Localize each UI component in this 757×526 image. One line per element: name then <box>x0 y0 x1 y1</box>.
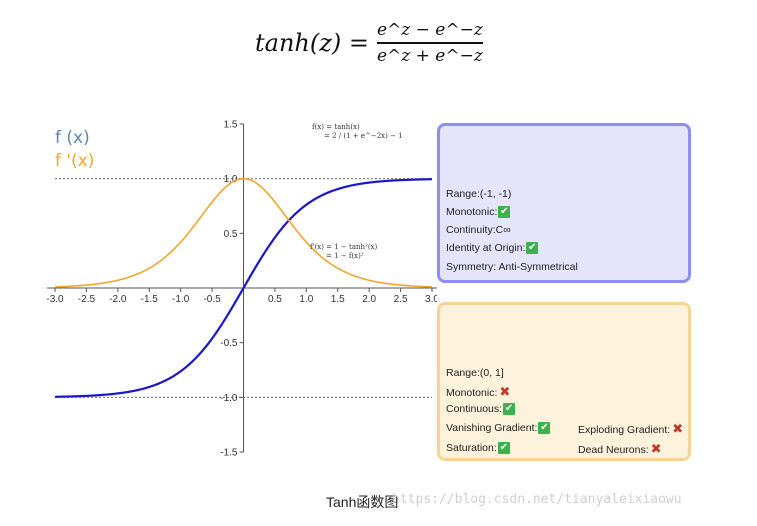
tanh-property-text: Symmetry: Anti-Symmetrical <box>446 261 578 273</box>
formula-numerator: e^z − e^−z <box>376 20 483 41</box>
x-tick-label: -3.0 <box>46 294 64 305</box>
f-def-line-1: f(x) = tanh(x) <box>312 123 360 131</box>
exploding-row: Exploding Gradient:✖ <box>578 422 683 437</box>
fp-def-line-2: = 1 − f(x)² <box>326 252 364 261</box>
series-line <box>54 177 433 288</box>
f-definition: f(x) = tanh(x) = 2 / (1 + e^−2x) − 1 <box>312 123 403 142</box>
tanh-formula: tanh(z) = e^z − e^−z e^z + e^−z <box>255 18 483 68</box>
vanishing-row: Vanishing Gradient:✔ <box>446 422 551 434</box>
tanh-properties-box: Range:(-1, -1)Monotonic:✔Continuity:C∞Id… <box>437 123 691 283</box>
cross-icon: ✖ <box>499 385 511 400</box>
dead-neurons-row: Dead Neurons:✖ <box>578 442 662 457</box>
x-tick-label: 3.0 <box>425 294 437 305</box>
curves <box>54 177 433 398</box>
saturation-text: Saturation: <box>446 442 497 454</box>
y-tick-label: 0.5 <box>224 229 238 240</box>
formula-denominator: e^z + e^−z <box>376 45 483 66</box>
y-tick-label: -1.5 <box>220 448 238 459</box>
exploding-text: Exploding Gradient: <box>578 423 671 436</box>
cross-icon: ✖ <box>650 442 662 457</box>
x-tick-label: 2.0 <box>362 294 376 305</box>
tanh-property-text: Monotonic: <box>446 206 498 218</box>
f-prime-definition: f'(x) = 1 − tanh²(x) = 1 − f(x)² <box>310 243 377 262</box>
saturation-row: Saturation:✔ <box>446 442 510 454</box>
range-row: Range:(0, 1] <box>446 367 504 379</box>
y-tick-label: -0.5 <box>220 338 238 349</box>
y-tick-label: 1.5 <box>224 120 238 131</box>
tanh-property-row: Continuity:C∞ <box>446 224 511 236</box>
legend-f-prime: f '(x) <box>55 151 95 171</box>
continuous-row: Continuous:✔ <box>446 403 516 415</box>
check-icon: ✔ <box>497 442 510 454</box>
dead-neurons-text: Dead Neurons: <box>578 443 649 456</box>
x-tick-label: 1.0 <box>299 294 313 305</box>
cross-icon: ✖ <box>672 422 684 437</box>
tanh-property-text: Continuity:C∞ <box>446 224 511 236</box>
x-tick-label: -2.0 <box>109 294 127 305</box>
x-tick-label: -2.5 <box>78 294 96 305</box>
formula-fraction: e^z − e^−z e^z + e^−z <box>376 20 483 66</box>
check-icon: ✔ <box>498 206 511 218</box>
tanh-property-text: Identity at Origin: <box>446 242 526 254</box>
vanishing-text: Vanishing Gradient: <box>446 422 538 434</box>
tanh-property-row: Identity at Origin:✔ <box>446 242 539 254</box>
check-icon: ✔ <box>503 403 516 415</box>
legend-f: f (x) <box>55 128 90 148</box>
fraction-bar <box>376 42 483 44</box>
series-line <box>54 178 433 398</box>
tanh-property-row: Symmetry: Anti-Symmetrical <box>446 261 578 273</box>
monotonic-row: Monotonic:✖ <box>446 385 510 400</box>
figure-caption: Tanh函数图 <box>326 494 399 510</box>
tanh-chart: -3.0 -2.5 -2.0 -1.5 -1.0 -0.5 0.5 1.0 1.5 2.0 2.5 3… <box>46 120 437 459</box>
x-tick-label: 1.5 <box>331 294 345 305</box>
derivative-properties-box: Range:(0, 1] Monotonic:✖ Continuous:✔ Va… <box>437 302 691 461</box>
y-tick-label: -1.0 <box>220 393 238 404</box>
range-text: Range:(0, 1] <box>446 367 504 379</box>
f-def-line-2: = 2 / (1 + e^−2x) − 1 <box>324 132 403 141</box>
continuous-text: Continuous: <box>446 403 503 415</box>
x-tick-label: -0.5 <box>203 294 221 305</box>
tanh-property-row: Range:(-1, -1) <box>446 188 511 200</box>
check-icon: ✔ <box>526 242 539 254</box>
fp-def-line-1: f'(x) = 1 − tanh²(x) <box>310 243 378 251</box>
tanh-property-row: Monotonic:✔ <box>446 206 511 218</box>
tanh-property-text: Range:(-1, -1) <box>446 188 512 200</box>
y-tick-label: 1.0 <box>224 174 238 185</box>
watermark: https://blog.csdn.net/tianyaleixiaowu <box>392 492 682 507</box>
monotonic-text: Monotonic: <box>446 386 498 399</box>
formula-lhs: tanh(z) = <box>255 29 369 57</box>
x-tick-label: 2.5 <box>394 294 408 305</box>
x-tick-label: -1.5 <box>141 294 159 305</box>
x-tick-label: 0.5 <box>268 294 282 305</box>
check-icon: ✔ <box>538 422 551 434</box>
x-tick-label: -1.0 <box>172 294 190 305</box>
